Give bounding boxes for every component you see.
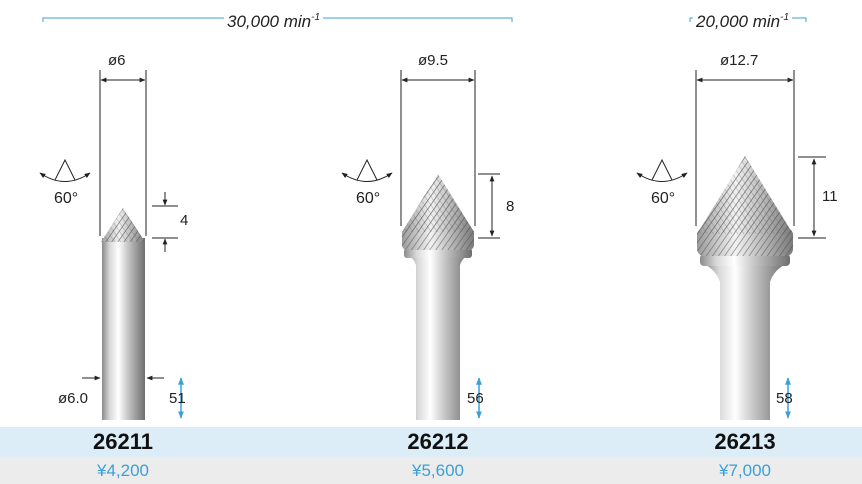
dims-26212 <box>341 70 500 239</box>
shank-diameter-26211: ø6.0 <box>58 390 89 407</box>
burr-26211 <box>101 208 145 420</box>
burr-26213 <box>697 156 793 420</box>
overall-length-26211: 51 <box>169 390 186 407</box>
head-diameter-26211: ø6 <box>108 52 126 69</box>
dims-26213 <box>636 70 826 239</box>
dims-26211 <box>39 70 178 381</box>
overall-length-26213: 58 <box>776 390 793 407</box>
speed-label-30000: 30,000 min-1 <box>224 8 324 32</box>
price-26213: ¥7,000 <box>719 461 771 480</box>
price-26211: ¥4,200 <box>97 461 149 480</box>
angle-26213: 60° <box>651 190 676 207</box>
price-26212: ¥5,600 <box>412 461 464 480</box>
angle-26211: 60° <box>54 190 79 207</box>
price-band <box>0 457 862 484</box>
product-code-26211: 26211 <box>93 429 153 454</box>
head-diameter-26212: ø9.5 <box>418 52 449 69</box>
head-length-26212: 8 <box>506 198 515 215</box>
product-code-26212: 26212 <box>407 429 469 454</box>
product-code-26213: 26213 <box>714 429 776 454</box>
head-length-26211: 4 <box>180 212 189 229</box>
burr-26212 <box>402 174 474 420</box>
angle-26212: 60° <box>356 190 381 207</box>
length-marker-icon <box>178 377 791 419</box>
head-diameter-26213: ø12.7 <box>720 52 759 69</box>
speed-label-20000: 20,000 min-1 <box>693 8 793 32</box>
head-length-26213: 11 <box>822 188 838 205</box>
overall-length-26212: 56 <box>467 390 484 407</box>
product-code-band <box>0 427 862 457</box>
